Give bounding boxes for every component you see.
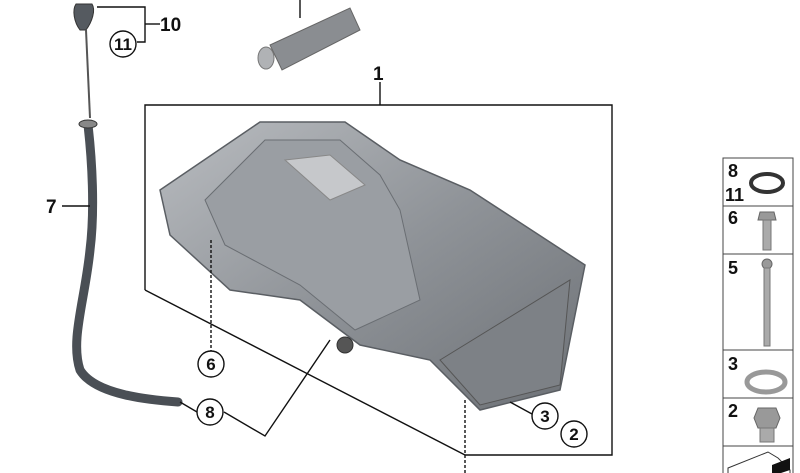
- sealing-ring-icon: [744, 369, 788, 395]
- callout-8: 8: [205, 403, 214, 422]
- legend-label-2: 2: [728, 401, 738, 421]
- callout-11: 11: [114, 35, 132, 54]
- long-bolt-icon: [761, 258, 773, 347]
- callout-2: 2: [569, 425, 578, 444]
- parts-legend: 8 11 6 5 3 2: [722, 157, 794, 473]
- legend-label-3: 3: [728, 354, 738, 374]
- dipstick: [73, 3, 95, 119]
- callout-1: 1: [373, 64, 384, 85]
- callout-6: 6: [206, 355, 215, 374]
- callout-10-bracket: [97, 6, 160, 43]
- dipstick-guide-tube: [72, 120, 183, 407]
- sealant-tube: [257, 0, 361, 71]
- assembly-box-1: [144, 82, 613, 456]
- oil-pan: [159, 121, 586, 411]
- callout-3: 3: [540, 407, 549, 426]
- short-bolt-icon: [757, 211, 777, 251]
- o-ring-icon: [749, 172, 785, 194]
- legend-label-11: 11: [725, 185, 744, 205]
- arrow-icon: [727, 451, 791, 473]
- legend-label-8: 8: [728, 161, 738, 181]
- legend-label-6: 6: [728, 208, 738, 228]
- callout-7: 7: [46, 197, 57, 218]
- callout-10: 10: [160, 15, 181, 36]
- drain-plug-icon: [753, 407, 781, 443]
- legend-label-5: 5: [728, 258, 738, 278]
